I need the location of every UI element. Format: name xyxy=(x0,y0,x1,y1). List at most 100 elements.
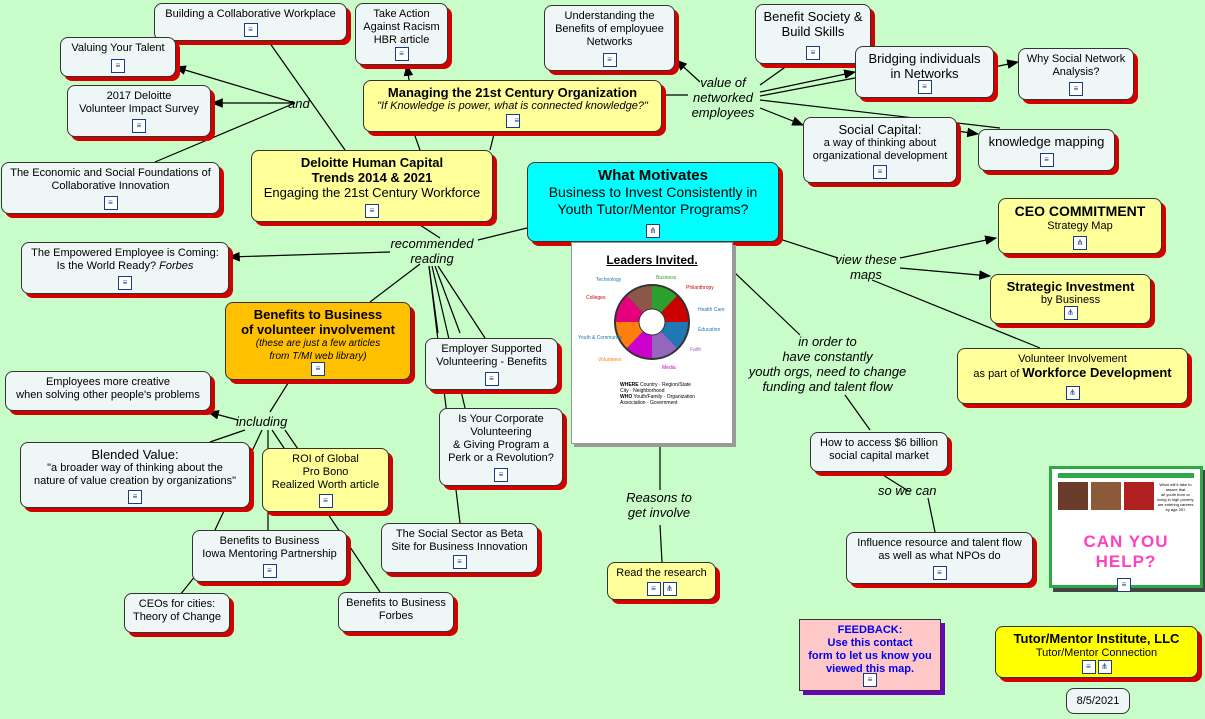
image-title: Leaders Invited. xyxy=(606,253,698,267)
document-icon[interactable]: ≡ xyxy=(806,46,820,60)
document-icon[interactable]: ≡ xyxy=(128,490,142,504)
map-icon[interactable]: ⋔ xyxy=(1073,236,1087,250)
node-label: Volunteering - Benefits xyxy=(436,356,547,368)
node-label: nature of value creation by organization… xyxy=(33,475,237,487)
benefit-society-node[interactable]: Benefit Society & Build Skills ≡ xyxy=(755,4,871,64)
empowered-employee-node[interactable]: The Empowered Employee is Coming: Is the… xyxy=(21,242,229,294)
document-icon[interactable]: ≡ xyxy=(863,673,877,687)
volunteer-impact-survey-node[interactable]: 2017 Deloitte Volunteer Impact Survey ≡ xyxy=(67,85,211,137)
view-maps-label: view these maps xyxy=(835,252,897,282)
map-icon[interactable]: ⋔ xyxy=(646,224,660,238)
node-subtitle: Engaging the 21st Century Workforce xyxy=(263,185,481,200)
social-capital-node[interactable]: Social Capital: a way of thinking about … xyxy=(803,117,957,183)
node-title: CEO COMMITMENT xyxy=(1014,203,1146,219)
map-icon[interactable]: ⋔ xyxy=(662,582,677,596)
document-icon[interactable]: ≡ xyxy=(506,114,520,128)
document-icon[interactable]: ≡ xyxy=(262,564,277,578)
document-icon[interactable]: ≡ xyxy=(1039,153,1054,167)
node-label: Volunteer Involvement xyxy=(1018,353,1127,365)
node-label: Against Racism xyxy=(363,21,440,33)
strategic-investment-node[interactable]: Strategic Investment by Business ⋔ xyxy=(990,274,1151,324)
document-icon[interactable]: ≡ xyxy=(484,372,499,386)
document-icon[interactable]: ≡ xyxy=(452,555,467,569)
corporate-volunteering-node[interactable]: Is Your Corporate Volunteering & Giving … xyxy=(439,408,563,486)
main-topic-node[interactable]: What Motivates Business to Invest Consis… xyxy=(527,162,779,242)
volunteer-involvement-node[interactable]: Volunteer Involvement as part of Workfor… xyxy=(957,348,1188,404)
roi-pro-bono-node[interactable]: ROI of Global Pro Bono Realized Worth ar… xyxy=(262,448,389,512)
document-icon[interactable]: ≡ xyxy=(873,165,887,179)
document-icon[interactable]: ≡ xyxy=(118,276,132,290)
node-label: Forbes xyxy=(378,610,414,622)
document-icon[interactable]: ≡ xyxy=(602,53,617,67)
why-social-network-analysis-node[interactable]: Why Social Network Analysis? ≡ xyxy=(1018,48,1134,100)
node-label: The Social Sector as Beta xyxy=(395,528,524,540)
economic-social-foundations-node[interactable]: The Economic and Social Foundations of C… xyxy=(1,162,220,214)
bridging-individuals-node[interactable]: Bridging individuals in Networks ≡ xyxy=(855,46,994,98)
document-icon[interactable]: ≡ xyxy=(111,59,125,73)
document-icon[interactable]: ≡ xyxy=(932,566,947,580)
document-icon[interactable]: ≡ xyxy=(103,196,118,210)
document-icon[interactable]: ≡ xyxy=(132,119,146,133)
sector-label: Education xyxy=(698,327,720,333)
valuing-talent-node[interactable]: Valuing Your Talent ≡ xyxy=(60,37,176,77)
read-research-node[interactable]: Read the research ≡⋔ xyxy=(607,562,716,600)
blended-value-node[interactable]: Blended Value: "a broader way of thinkin… xyxy=(20,442,250,508)
social-sector-beta-node[interactable]: The Social Sector as Beta Site for Busin… xyxy=(381,523,538,573)
document-icon[interactable]: ≡ xyxy=(311,362,325,376)
ceos-for-cities-node[interactable]: CEOs for cities: Theory of Change xyxy=(124,593,230,633)
node-title: Strategic Investment xyxy=(1006,279,1135,294)
building-collaborative-workplace-node[interactable]: Building a Collaborative Workplace ≡ xyxy=(154,3,347,41)
document-icon[interactable]: ≡ xyxy=(917,80,932,94)
map-icon[interactable]: ⋔ xyxy=(1063,306,1078,320)
managing-21st-century-node[interactable]: Managing the 21st Century Organization "… xyxy=(363,80,662,132)
node-label: Benefit Society & xyxy=(763,9,863,24)
node-subtitle: by Business xyxy=(1040,294,1101,306)
node-label: Building a Collaborative Workplace xyxy=(165,8,336,20)
so-we-can-label: so we can xyxy=(878,483,937,498)
employees-creative-node[interactable]: Employees more creative when solving oth… xyxy=(5,371,211,411)
document-icon[interactable]: ≡ xyxy=(318,494,333,508)
influence-resource-node[interactable]: Influence resource and talent flow as we… xyxy=(846,532,1033,584)
leaders-invited-image[interactable]: Leaders Invited. Technology Business Phi… xyxy=(571,242,733,444)
document-icon[interactable]: ≡ xyxy=(1069,82,1083,96)
document-icon[interactable]: ≡ xyxy=(394,47,409,61)
reasons-label: Reasons to get involve xyxy=(626,490,692,520)
deloitte-human-capital-node[interactable]: Deloitte Human Capital Trends 2014 & 202… xyxy=(251,150,493,222)
benefits-to-business-node[interactable]: Benefits to Business of volunteer involv… xyxy=(225,302,411,380)
sector-label: Business xyxy=(656,275,677,281)
tutor-mentor-institute-node[interactable]: Tutor/Mentor Institute, LLC Tutor/Mentor… xyxy=(995,626,1198,678)
ceo-commitment-node[interactable]: CEO COMMITMENT Strategy Map ⋔ xyxy=(998,198,1162,254)
knowledge-mapping-node[interactable]: knowledge mapping ≡ xyxy=(978,129,1115,171)
document-icon[interactable]: ≡ xyxy=(243,23,258,37)
understanding-networks-node[interactable]: Understanding the Benefits of employuee … xyxy=(544,5,675,71)
node-label: Volunteer Impact Survey xyxy=(79,103,199,115)
date-label: 8/5/2021 xyxy=(1076,695,1120,707)
date-node: 8/5/2021 xyxy=(1066,688,1130,714)
node-label: form to let us know you xyxy=(808,650,932,662)
node-label: ROI of Global xyxy=(292,453,359,465)
access-6-billion-node[interactable]: How to access $6 billion social capital … xyxy=(810,432,948,472)
node-label: Analysis? xyxy=(1052,66,1100,78)
main-title: What Motivates xyxy=(597,167,708,184)
node-subtitle: from T/MI web library) xyxy=(269,351,367,362)
document-icon[interactable]: ≡ xyxy=(365,204,379,218)
sector-label: Philanthropy xyxy=(686,285,714,291)
can-you-help-image[interactable]: What will it take to assure that all you… xyxy=(1049,466,1203,588)
who-item: Youth/Family xyxy=(633,394,663,400)
node-label: as well as what NPOs do xyxy=(878,550,1001,562)
document-icon[interactable]: ≡ xyxy=(1117,578,1131,592)
employer-supported-volunteering-node[interactable]: Employer Supported Volunteering - Benefi… xyxy=(425,338,558,390)
sector-label: Faith xyxy=(690,347,701,353)
take-action-racism-node[interactable]: Take Action Against Racism HBR article ≡ xyxy=(355,3,448,65)
main-subtitle: Business to Invest Consistently in xyxy=(548,184,758,200)
document-icon[interactable]: ≡ xyxy=(1081,660,1096,674)
value-networked-label: value of networked employees xyxy=(691,75,755,120)
iowa-mentoring-node[interactable]: Benefits to Business Iowa Mentoring Part… xyxy=(192,530,347,582)
map-icon[interactable]: ⋔ xyxy=(1065,386,1080,400)
document-icon[interactable]: ≡ xyxy=(494,468,508,482)
forbes-benefits-node[interactable]: Benefits to Business Forbes xyxy=(338,592,454,632)
feedback-node[interactable]: FEEDBACK: Use this contact form to let u… xyxy=(799,619,941,691)
document-icon[interactable]: ≡ xyxy=(646,582,661,596)
map-icon[interactable]: ⋔ xyxy=(1097,660,1112,674)
recommended-reading-label: recommended reading xyxy=(390,236,474,266)
